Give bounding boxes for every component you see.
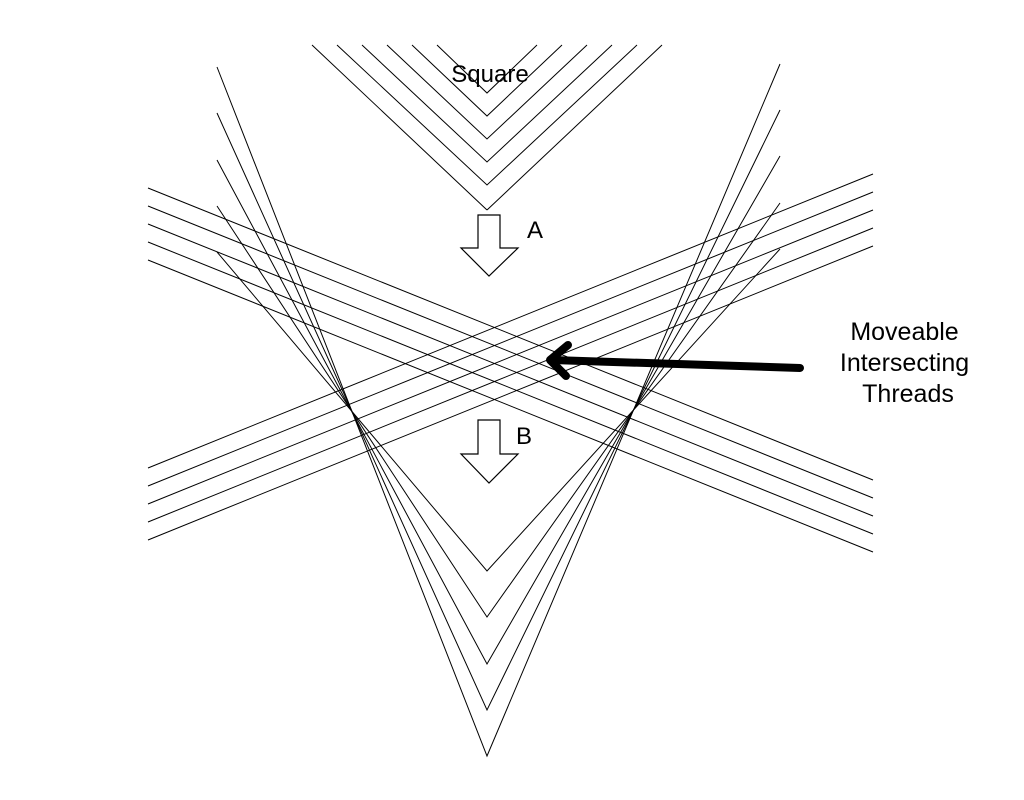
ascending-thread [147,209,874,505]
down-arrow-a-icon [459,214,520,277]
lower-v-thread [216,63,781,758]
callout-pointer-arrow [546,341,804,380]
lower-v-thread [216,109,781,712]
square-thread [386,44,588,140]
square-thread [436,44,538,94]
descending-thread [147,259,874,553]
ascending-thread [147,227,874,523]
lower-v-thread [216,248,781,572]
descending-thread [147,223,874,517]
callout-line-1: Moveable [850,318,958,346]
down-arrow-b-icon [459,419,520,484]
arrow-b-label: B [516,423,532,450]
ascending-thread [147,245,874,541]
square-thread [361,44,613,163]
arrow-a-label: A [527,217,543,244]
callout-label: Moveable Intersecting Threads [840,318,976,408]
callout-line-2: Intersecting [840,349,969,377]
lower-v-thread [216,202,781,618]
ascending-thread [147,191,874,487]
descending-thread [147,205,874,499]
descending-thread-bundle [147,187,874,553]
ascending-thread-bundle [147,173,874,541]
ascending-thread [147,173,874,469]
square-thread [336,44,638,186]
square-label: Square [451,61,528,88]
lower-v-thread [216,155,781,666]
square-thread [411,44,563,117]
callout-line-3: Threads [862,380,954,408]
descending-thread [147,241,874,535]
square-thread-tail [486,44,663,211]
lower-v-thread-bundle [216,63,781,758]
descending-thread [147,187,874,481]
square-thread-tail [311,44,488,211]
square-thread-bundle [311,44,663,211]
